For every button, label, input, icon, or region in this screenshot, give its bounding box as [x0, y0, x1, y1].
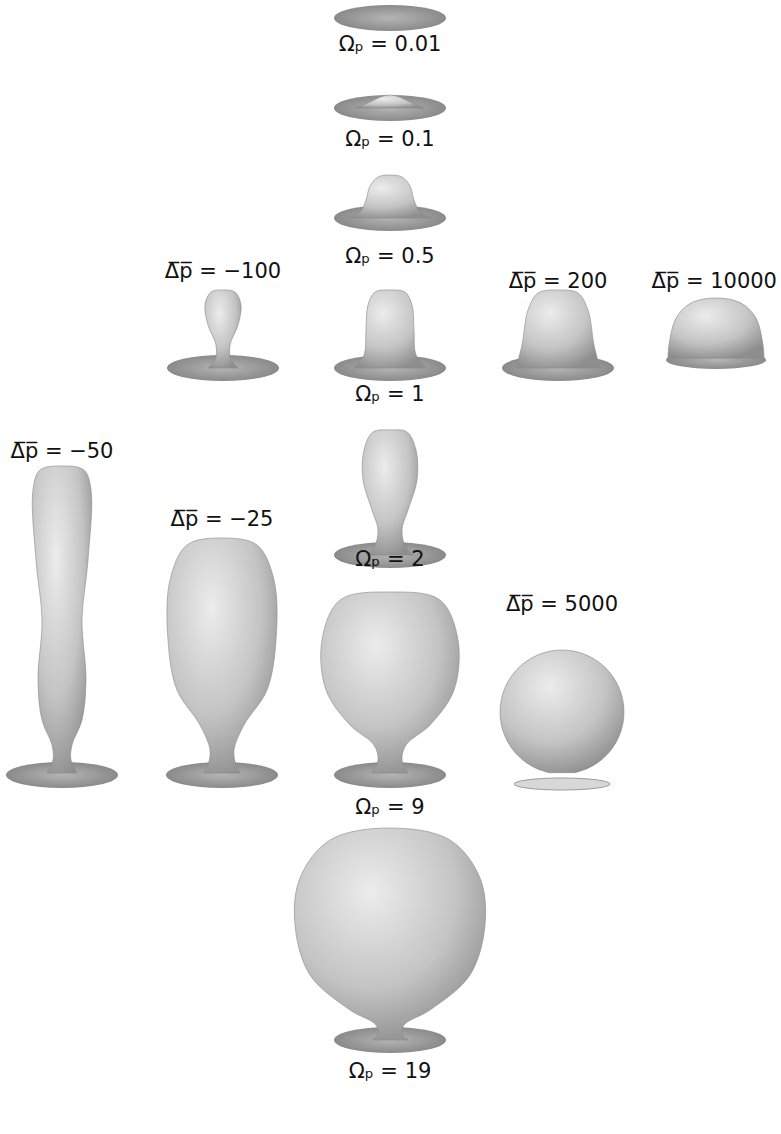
- vesicle-body: [348, 175, 432, 218]
- vesicle-body: [294, 828, 485, 1040]
- parameter-label: Δ̅p̅ = −50: [11, 439, 114, 464]
- vesicle-body: [362, 430, 418, 555]
- parameter-label: Ωₚ = 1: [355, 382, 424, 407]
- vesicle-body: [668, 298, 764, 358]
- vesicle-shape: [6, 466, 118, 788]
- parameter-label: Δ̅p̅ = −100: [165, 259, 281, 284]
- base-disk: [334, 5, 446, 31]
- vesicle-body: [32, 466, 92, 773]
- vesicle-shape: [321, 592, 460, 788]
- parameter-label: Ωₚ = 19: [349, 1059, 432, 1084]
- vesicle-body: [321, 592, 460, 773]
- vesicle-body: [205, 290, 241, 368]
- vesicle-shape: [166, 538, 278, 788]
- vesicle-shape: [334, 430, 446, 568]
- parameter-label: Δ̅p̅ = 10000: [652, 269, 777, 294]
- base-disk: [514, 778, 610, 790]
- vesicle-body: [516, 290, 600, 368]
- vesicle-shape: [502, 290, 614, 381]
- vesicle-body: [356, 95, 424, 108]
- parameter-label: Δ̅p̅ = −25: [171, 507, 274, 532]
- vesicle-shape: [334, 5, 446, 31]
- parameter-label: Ωₚ = 0.5: [345, 244, 434, 269]
- parameter-label: Ωₚ = 9: [355, 795, 424, 820]
- vesicle-shape: [666, 298, 766, 369]
- vesicle-body: [354, 290, 426, 368]
- vesicle-shape: [500, 650, 624, 790]
- vesicle-shape: [167, 290, 279, 381]
- parameter-label: Δ̅p̅ = 200: [509, 269, 608, 294]
- vesicle-shape: [334, 175, 446, 231]
- vesicle-body: [167, 538, 277, 773]
- vesicle-body: [500, 650, 624, 773]
- parameter-label: Ωₚ = 2: [355, 547, 424, 572]
- parameter-label: Δ̅p̅ = 5000: [506, 592, 618, 617]
- parameter-label: Ωₚ = 0.01: [339, 32, 442, 57]
- vesicle-shape: [294, 828, 485, 1053]
- vesicle-shape: [334, 95, 446, 121]
- base-disk: [334, 95, 446, 121]
- vesicle-shape: [334, 290, 446, 381]
- parameter-label: Ωₚ = 0.1: [345, 127, 434, 152]
